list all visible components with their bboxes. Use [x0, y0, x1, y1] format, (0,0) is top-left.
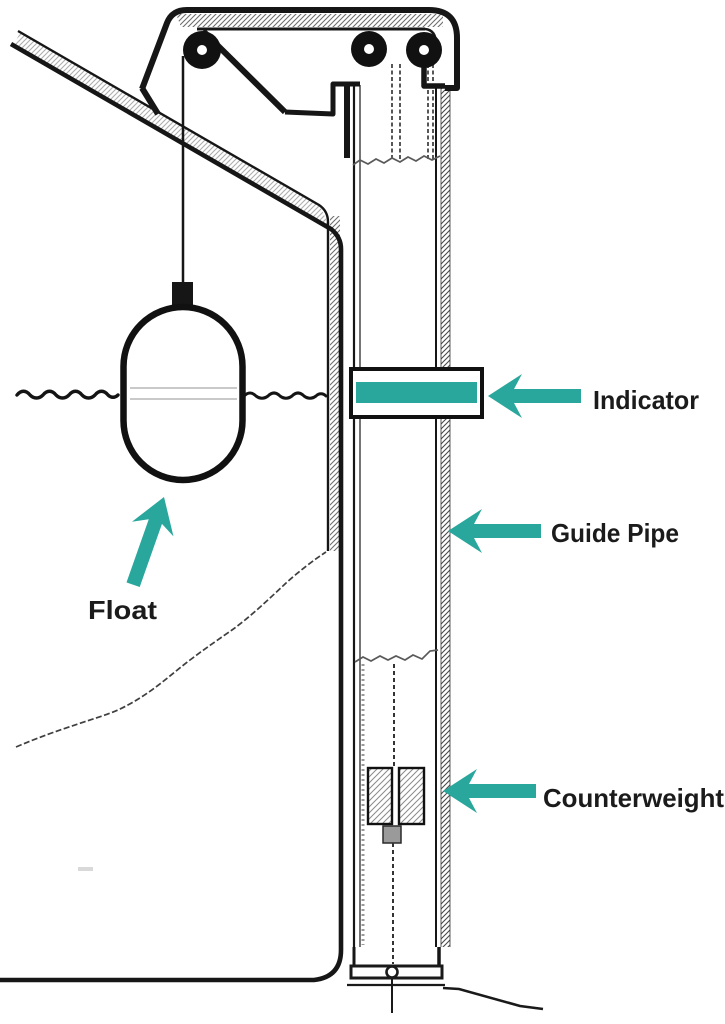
cable-clamp	[382, 825, 402, 844]
counterweight-left-block	[366, 766, 394, 826]
guide-pipe-arrow-icon	[448, 509, 541, 553]
guide-pipe-label: Guide Pipe	[551, 518, 679, 548]
pulley-icon	[406, 32, 442, 68]
break-lines	[352, 155, 441, 663]
terrain-sketch-line	[15, 551, 327, 871]
ground-line-right	[442, 986, 544, 1011]
pipe-base	[347, 947, 544, 1013]
indicator-band	[356, 382, 477, 403]
pulley-icon	[351, 31, 387, 67]
pulley-housing	[139, 7, 460, 117]
counterweight-arrow-icon	[443, 769, 536, 813]
float-cable-connector	[172, 282, 193, 308]
guide-pipe-structure	[344, 84, 451, 947]
float-assembly	[120, 56, 246, 484]
counterweight-right-block	[397, 766, 426, 826]
water-line	[15, 389, 328, 400]
float-label: Float	[88, 595, 157, 625]
pulley-icon	[183, 31, 221, 69]
indicator-label: Indicator	[593, 385, 699, 415]
base-eyelet	[385, 965, 399, 979]
counterweight-assembly	[361, 664, 426, 964]
float-shape	[120, 303, 246, 484]
pipe-cables-top	[391, 64, 434, 160]
indicator-arrow-icon	[488, 374, 581, 418]
counterweight-label: Counterweight	[543, 783, 724, 813]
float-arrow-icon	[126, 497, 174, 588]
indicator-collar	[349, 367, 484, 419]
bent-pipe	[0, 29, 344, 983]
ground-line	[0, 42, 344, 983]
